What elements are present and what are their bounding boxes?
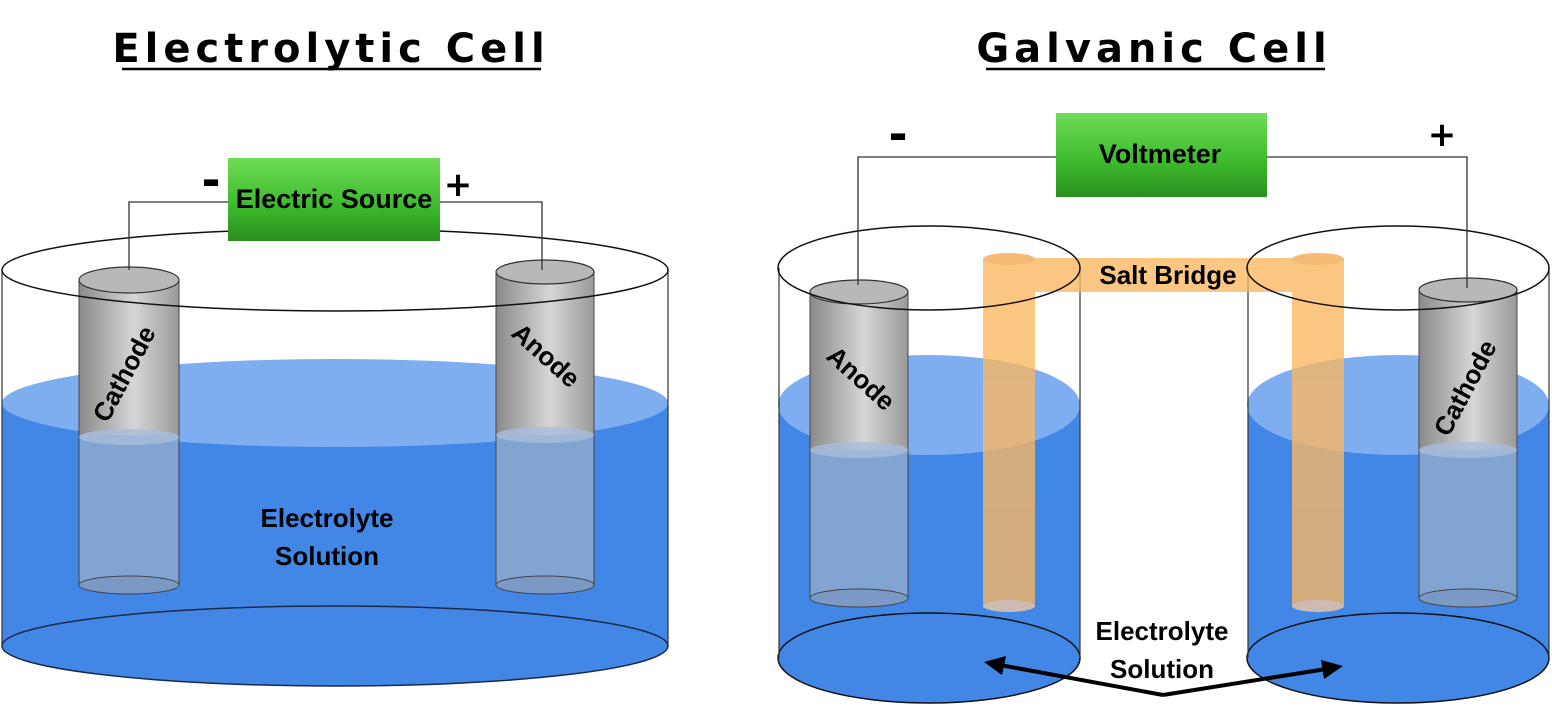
electrolytic-anode: Anode: [495, 259, 595, 595]
cathode-rod-submerged: [79, 435, 179, 585]
galvanic-solution-label-1: Electrolyte: [1096, 616, 1229, 646]
galvanic-right-rim: [1246, 225, 1550, 311]
salt-bridge: [983, 253, 1344, 612]
galvanic-left-rim: [777, 225, 1081, 311]
arrow-left-head: [984, 656, 1006, 675]
cathode-top: [78, 266, 180, 294]
electrolytic-solution-label-1: Electrolyte: [261, 503, 394, 533]
voltmeter: [1056, 113, 1267, 197]
electrolytic-solution-label-2: Solution: [275, 541, 379, 571]
electrolytic-cell: Electrolytic Cell Cathode: [1, 26, 669, 687]
salt-bridge-label: Salt Bridge: [1099, 260, 1236, 290]
galvanic-wire-left: [857, 156, 1056, 285]
galvanic-minus-sign: -: [888, 107, 907, 161]
galvanic-wire-right: [1267, 156, 1468, 288]
electrolytic-minus-sign: -: [201, 153, 220, 207]
wire-left: [128, 201, 228, 270]
galvanic-title: Galvanic Cell: [976, 26, 1331, 72]
galvanic-plus-sign: +: [1428, 115, 1457, 155]
beaker-bottom: [1, 605, 669, 687]
electrolytic-title: Electrolytic Cell: [112, 26, 549, 72]
galvanic-cell: Galvanic Cell Anode: [777, 26, 1550, 704]
electric-source-label: Electric Source: [236, 184, 433, 214]
solution-arrows: [984, 656, 1343, 697]
galvanic-anode: Anode: [809, 279, 909, 608]
arrow-right-head: [1321, 660, 1343, 679]
electrolytic-plus-sign: +: [444, 165, 473, 205]
voltmeter-label: Voltmeter: [1099, 139, 1222, 169]
electric-source: [228, 158, 440, 241]
galvanic-solution-label-2: Solution: [1110, 654, 1214, 684]
galvanic-cathode: Cathode: [1418, 277, 1518, 608]
anode-rod-submerged: [496, 435, 594, 585]
anode-top: [495, 259, 595, 285]
anode-rod-upper: [496, 272, 594, 435]
wire-right: [440, 201, 543, 270]
electrolytic-cathode: Cathode: [78, 266, 180, 595]
